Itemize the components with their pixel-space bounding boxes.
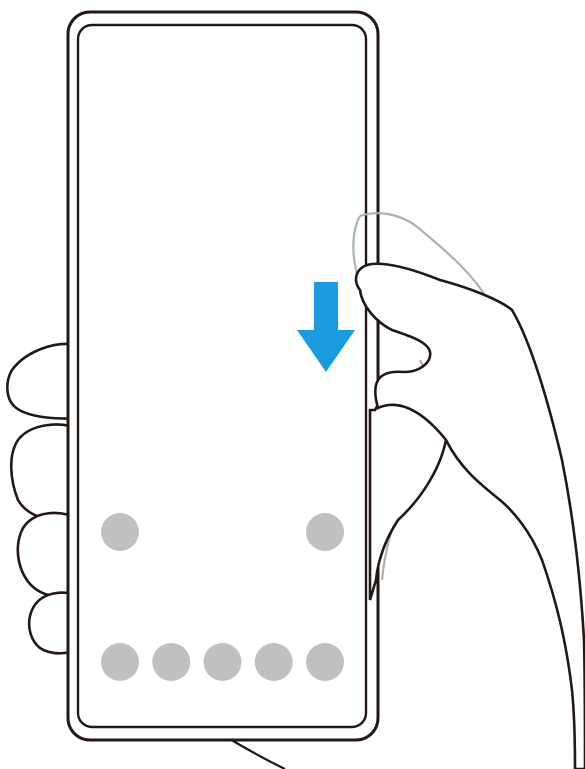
wrist-line <box>227 737 286 769</box>
screen-dots <box>101 513 344 681</box>
left-finger-top <box>6 342 82 420</box>
circle-icon <box>306 643 344 681</box>
circle-icon <box>254 643 293 681</box>
arrow-down-icon <box>297 282 355 372</box>
hand-icon <box>368 400 448 601</box>
circle-icon <box>203 643 242 681</box>
phone-screen <box>76 23 368 729</box>
circle-icon <box>152 643 191 681</box>
phone-body <box>66 10 380 742</box>
circle-icon <box>101 643 139 681</box>
phone-icon <box>66 10 380 742</box>
right-thumb <box>354 262 585 769</box>
circle-icon <box>101 513 139 551</box>
circle-icon <box>306 513 344 551</box>
